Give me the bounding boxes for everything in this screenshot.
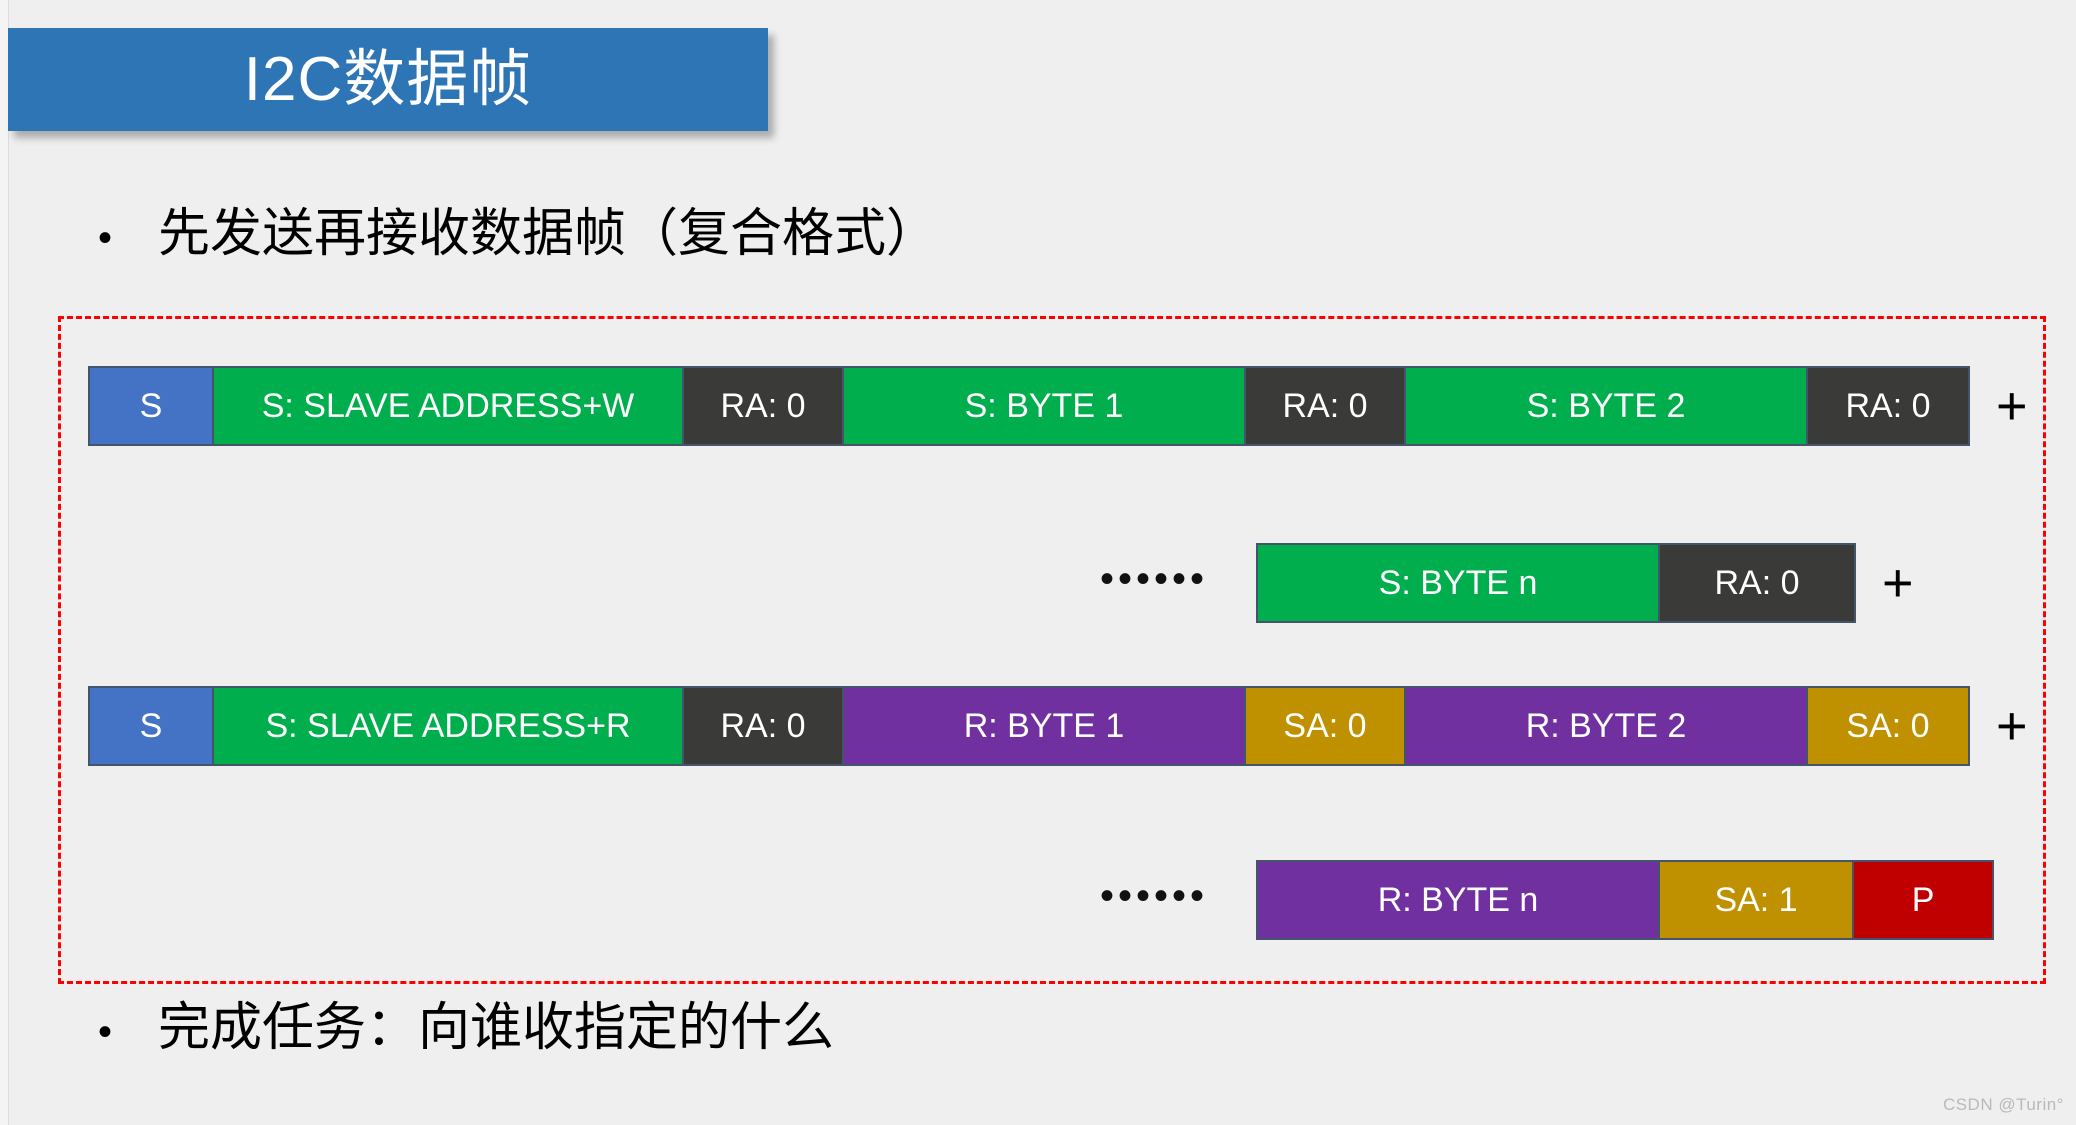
frame-block: RA: 0 [1246, 368, 1406, 444]
bullet-text-1: 先发送再接收数据帧（复合格式） [158, 205, 939, 263]
bullet-marker-icon: • [98, 1010, 113, 1054]
bullet-text-2: 完成任务：向谁收指定的什么 [158, 999, 835, 1057]
plus-icon: + [1882, 553, 1914, 613]
frame-block: SA: 0 [1808, 688, 1968, 764]
frame-block: R: BYTE 2 [1406, 688, 1808, 764]
frame-block: RA: 0 [684, 688, 844, 764]
bullet-item-1: • 先发送再接收数据帧（复合格式） [98, 208, 938, 260]
plus-icon: + [1996, 696, 2028, 756]
bullet-item-2: • 完成任务：向谁收指定的什么 [98, 1002, 834, 1054]
page-title: I2C数据帧 [243, 44, 533, 114]
bullet-marker-icon: • [98, 216, 113, 260]
ellipsis-indicator: •••••• [1100, 874, 1209, 918]
frame-block: S: SLAVE ADDRESS+R [214, 688, 684, 764]
frame-block: S: BYTE 2 [1406, 368, 1808, 444]
composite-frame-region [58, 316, 2046, 984]
frame-block: RA: 0 [684, 368, 844, 444]
ellipsis-indicator: •••••• [1100, 557, 1209, 601]
frame-block: S: BYTE 1 [844, 368, 1246, 444]
watermark: CSDN @Turin° [1942, 1095, 2064, 1114]
frame-block: S [90, 688, 214, 764]
frame-block: P [1854, 862, 1993, 938]
frame-block: S [90, 368, 214, 444]
plus-icon: + [1996, 376, 2028, 436]
frame-block: SA: 0 [1246, 688, 1406, 764]
slide-title-banner: I2C数据帧 [8, 28, 768, 131]
frame-block: S: SLAVE ADDRESS+W [214, 368, 684, 444]
frame-block: RA: 0 [1808, 368, 1968, 444]
frame-block: SA: 1 [1660, 862, 1855, 938]
frame-block: RA: 0 [1660, 545, 1855, 621]
frame-block: R: BYTE n [1258, 862, 1661, 938]
frame-block: S: BYTE n [1258, 545, 1661, 621]
frame-block: R: BYTE 1 [844, 688, 1246, 764]
